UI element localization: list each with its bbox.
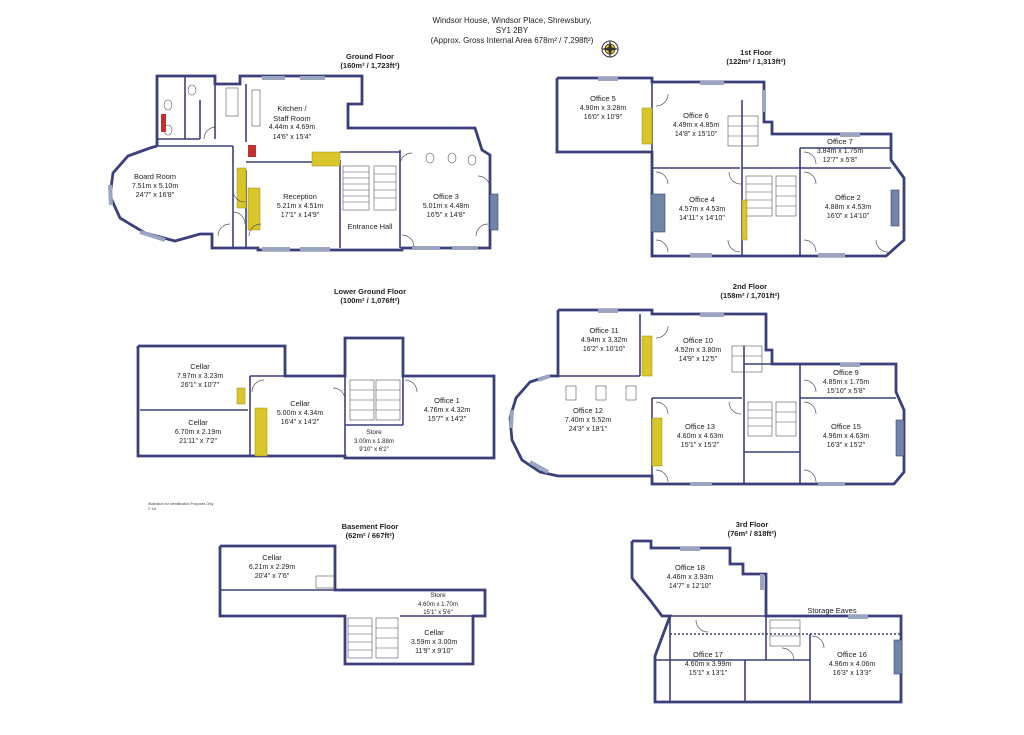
room-entrance-hall: Entrance Hall (347, 222, 393, 231)
lower-ground-floor-title: Lower Ground Floor (100m² / 1,076ft²) (333, 287, 407, 305)
basement-floor-plan (218, 544, 487, 666)
room-board-room: Board Room 7.51m x 5.10m 24'7" x 16'8" (131, 172, 179, 199)
room-office-2: Office 2 4.88m x 4.53m 16'0" x 14'10" (824, 193, 872, 220)
third-floor-title: 3rd Floor (76m² / 818ft²) (727, 520, 777, 538)
room-kitchen-staff-room: Kitchen / Staff Room 4.44m x 4.69m 14'6"… (268, 104, 316, 141)
ground-floor-title: Ground Floor (160m² / 1,723ft²) (340, 52, 400, 70)
room-office-18: Office 18 4.46m x 3.93m 14'7" x 12'10" (666, 563, 714, 590)
room-reception: Reception 5.21m x 4.51m 17'1" x 14'9" (276, 192, 324, 219)
room-office-4: Office 4 4.57m x 4.53m 14'11" x 14'10" (678, 195, 726, 222)
ground-floor-plan (108, 74, 499, 252)
room-office-15: Office 15 4.96m x 4.63m 16'3" x 15'2" (822, 422, 870, 449)
lower-ground-floor-plan (136, 336, 496, 460)
room-office-10: Office 10 4.52m x 3.80m 14'9" x 12'5" (674, 336, 722, 363)
room-office-6: Office 6 4.49m x 4.85m 14'8" x 15'10" (672, 111, 720, 138)
second-floor-plan (508, 308, 906, 486)
room-cellar-b-2: Cellar 3.59m x 3.00m 11'9" x 9'10" (410, 628, 458, 655)
address-line: Windsor House, Windsor Place, Shrewsbury… (432, 16, 592, 25)
room-office-5: Office 5 4.90m x 3.28m 16'0" x 10'9" (579, 94, 627, 121)
basement-floor-title: Basement Floor (62m² / 667ft²) (341, 522, 399, 540)
postcode-line: SY1 2BY (495, 26, 529, 35)
room-storage-eaves: Storage Eaves (807, 606, 857, 615)
room-office-13: Office 13 4.60m x 4.63m 15'1" x 15'2" (676, 422, 724, 449)
compass-rose-icon (601, 40, 619, 58)
gross-area-line: (Approx. Gross Internal Area 678m² / 7,2… (430, 36, 594, 45)
second-floor-title: 2nd Floor (158m² / 1,701ft²) (720, 282, 780, 300)
room-store-b: Store 4.60m x 1.70m 15'1" x 5'6" (418, 592, 458, 616)
first-floor-title: 1st Floor (122m² / 1,313ft²) (726, 48, 786, 66)
room-office-1: Office 1 4.76m x 4.32m 15'7" x 14'2" (423, 396, 471, 423)
room-cellar-lg-2: Cellar 6.70m x 2.19m 21'11" x 7'2" (174, 418, 222, 445)
room-office-11: Office 11 4.94m x 3.32m 16'2" x 10'10" (580, 326, 628, 353)
room-office-17: Office 17 4.60m x 3.99m 15'1" x 13'1" (684, 650, 732, 677)
room-office-16: Office 16 4.96m x 4.06m 16'3" x 13'3" (828, 650, 876, 677)
first-floor-plan (555, 76, 906, 258)
header: Windsor House, Windsor Place, Shrewsbury… (412, 16, 612, 46)
room-cellar-lg-1: Cellar 7.97m x 3.23m 26'1" x 10'7" (176, 362, 224, 389)
room-cellar-lg-3: Cellar 5.00m x 4.34m 16'4" x 14'2" (276, 399, 324, 426)
room-office-9: Office 9 4.85m x 1.75m 15'10" x 5'8" (822, 368, 870, 395)
room-office-3: Office 3 5.01m x 4.48m 16'5" x 14'8" (422, 192, 470, 219)
room-store-lg: Store 3.00m x 1.88m 9'10" x 6'2" (354, 429, 394, 453)
room-cellar-b-1: Cellar 6.21m x 2.29m 20'4" x 7'6" (248, 553, 296, 580)
third-floor-plan (630, 539, 903, 704)
room-office-7: Office 7 3.84m x 1.75m 12'7" x 5'8" (816, 137, 864, 164)
disclaimer: Illustration for Identification Purposes… (148, 502, 214, 511)
room-office-12: Office 12 7.40m x 5.52m 24'3" x 18'1" (564, 406, 612, 433)
